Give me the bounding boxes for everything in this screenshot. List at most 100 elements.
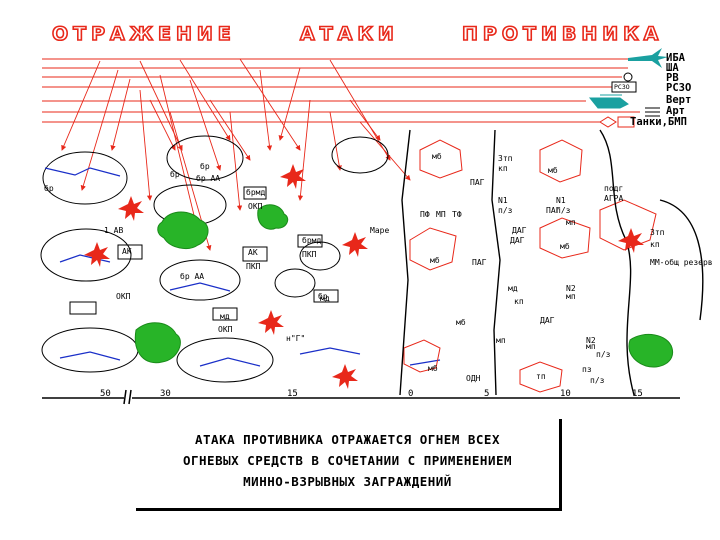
unit-label: брмд — [246, 188, 266, 197]
missile-icon — [623, 72, 633, 82]
unit-label: мб — [456, 318, 466, 327]
scale-label-0: 0 — [408, 389, 414, 399]
unit-label: мд — [320, 294, 330, 303]
unit-label: МП — [436, 210, 446, 219]
legend-art: Арт — [666, 105, 685, 117]
unit-label: мб — [428, 364, 438, 373]
title-word-1: ОТРАЖЕНИЕ — [51, 22, 236, 46]
threat-lines — [42, 58, 640, 123]
unit-label: п/з — [590, 376, 605, 385]
unit-label: ОДН — [466, 374, 481, 383]
legend-icons — [588, 48, 668, 128]
unit-label: Зтп — [498, 154, 513, 163]
unit-label: п/з — [556, 206, 571, 215]
unit-label: мп — [496, 336, 506, 345]
unit-label: бр АА — [180, 272, 205, 281]
unit-label: АК — [122, 247, 132, 256]
unit-label: ОКП — [218, 325, 233, 334]
scale-label-5: 5 — [484, 389, 490, 399]
unit-label: ПКП — [302, 250, 317, 259]
unit-label: ММ-общ резерв — [650, 258, 713, 267]
fire-arrows — [61, 58, 411, 251]
unit-label: кп — [650, 240, 660, 249]
aircraft-icon — [628, 48, 668, 68]
explosion-markers — [84, 164, 644, 389]
scale-label-30: 30 — [160, 389, 171, 399]
rszo-icon — [611, 81, 637, 93]
unit-label: подг — [604, 184, 624, 193]
unit-label: ДАГ — [540, 316, 555, 325]
unit-label: кп — [498, 164, 508, 173]
legend-sha: ША — [666, 62, 679, 74]
summary-note: АТАКА ПРОТИВНИКА ОТРАЖАЕТСЯ ОГНЕМ ВСЕХ О… — [136, 419, 562, 511]
unit-label: ДАГ — [512, 226, 527, 235]
helicopter-icon — [588, 94, 629, 109]
title-word-2: АТАКИ — [299, 22, 399, 46]
unit-label: мб — [430, 256, 440, 265]
unit-label: мд — [508, 284, 518, 293]
unit-label: мп — [586, 342, 596, 351]
unit-label: Маре — [370, 226, 390, 235]
legend-tanks: Танки,БМП — [630, 116, 687, 128]
legend-rv: РВ — [666, 72, 679, 84]
artillery-icon — [645, 107, 660, 117]
unit-label: бр — [318, 292, 328, 301]
unit-label: кп — [514, 297, 524, 306]
unit-label: брмд — [302, 236, 322, 245]
unit-label: мп — [566, 218, 576, 227]
unit-label: п/з — [498, 206, 513, 215]
unit-label: п/з — [596, 350, 611, 359]
unit-label: н"Г" — [286, 334, 306, 343]
unit-label: мб — [548, 166, 558, 175]
unit-label: АК — [248, 248, 258, 257]
unit-label: ПАГ — [546, 206, 561, 215]
scale-label-15b: 15 — [632, 389, 643, 399]
zone-3 — [134, 322, 181, 364]
unit-label: мп — [566, 292, 576, 301]
rszo-icon-label: РСЗО — [614, 83, 630, 91]
friendly-positions — [403, 139, 657, 393]
note-line-1: АТАКА ПРОТИВНИКА ОТРАЖАЕТСЯ ОГНЕМ ВСЕХ — [195, 432, 500, 447]
note-line-2: ОГНЕВЫХ СРЕДСТВ В СОЧЕТАНИИ С ПРИМЕНЕНИЕ… — [182, 453, 513, 468]
tank-icon — [599, 116, 635, 128]
unit-label: бр — [200, 162, 210, 171]
unit-label: Зтп — [650, 228, 665, 237]
minefield-zones — [134, 204, 674, 368]
unit-label: ТФ — [452, 210, 462, 219]
unit-label: тп — [536, 372, 546, 381]
unit-label: ДАГ — [510, 236, 525, 245]
note-line-3: МИННО-ВЗРЫВНЫХ ЗАГРАЖДЕНИЙ — [243, 474, 452, 489]
unit-label: пз — [582, 365, 592, 374]
unit-label: ОКП — [116, 292, 131, 301]
zone-1 — [157, 211, 209, 249]
unit-label: N2 — [566, 284, 576, 293]
legend-vert: Верт — [666, 94, 692, 106]
unit-label: мд — [220, 312, 230, 321]
unit-label: АГРА — [604, 194, 624, 203]
zone-2 — [257, 204, 289, 230]
unit-label: ПАГ — [472, 258, 487, 267]
unit-label: мб — [432, 152, 442, 161]
unit-label: ОКП — [248, 202, 263, 211]
title-word-3: ПРОТИВНИКА — [461, 22, 664, 46]
scale-label-10: 10 — [560, 389, 571, 399]
unit-label: мб — [560, 242, 570, 251]
unit-label: бр — [170, 170, 180, 179]
unit-label: бр — [44, 184, 54, 193]
scale-label-15a: 15 — [287, 389, 298, 399]
zone-4 — [628, 333, 674, 368]
legend-iba: ИБА — [666, 52, 685, 64]
legend-rszo: РСЗО — [666, 82, 692, 94]
scale-bar — [42, 389, 680, 405]
unit-label: N2 — [586, 336, 596, 345]
unit-label: N1 — [498, 196, 508, 205]
unit-label: ПАГ — [470, 178, 485, 187]
unit-label: бр АА — [196, 174, 221, 183]
enemy-units-blue — [44, 167, 441, 367]
unit-label: ПКП — [246, 262, 261, 271]
unit-label: N1 — [556, 196, 566, 205]
unit-label: 1 АВ — [104, 226, 124, 235]
scale-label-50: 50 — [100, 389, 111, 399]
unit-label: ПФ — [420, 210, 430, 219]
